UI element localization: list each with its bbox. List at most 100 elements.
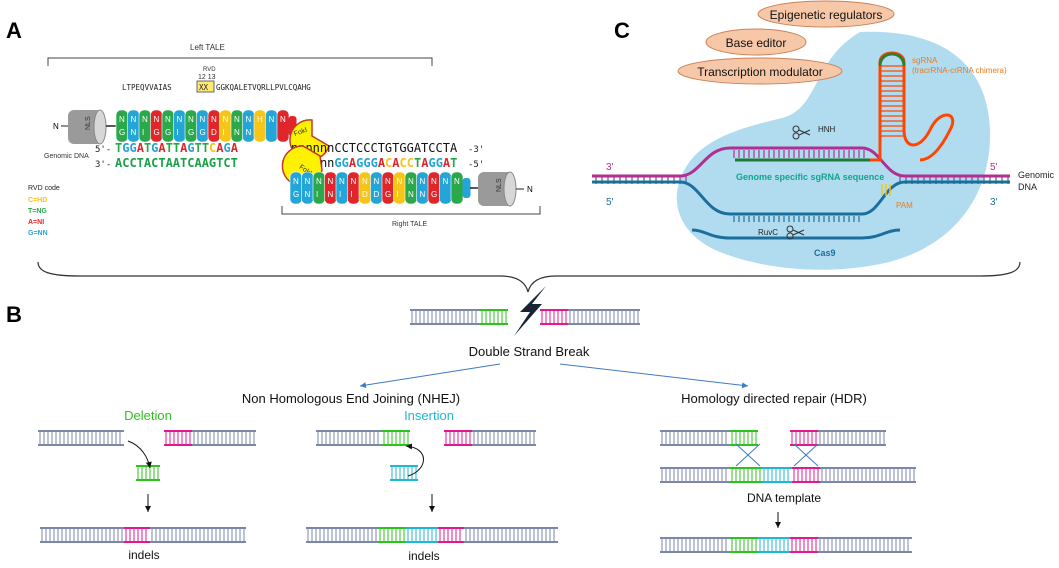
repair-dna bbox=[38, 430, 916, 553]
repeat-rvd-top: N bbox=[339, 177, 345, 186]
base-letter: C bbox=[385, 156, 392, 170]
repeat-rvd-top: N bbox=[165, 115, 171, 124]
repeat-rvd-top: N bbox=[420, 177, 426, 186]
repeat-rvd-bottom: I bbox=[316, 190, 318, 199]
genomic-label: Genomic bbox=[1018, 170, 1055, 180]
tale-repeat: NN bbox=[416, 171, 429, 205]
tale-repeat: NI bbox=[219, 109, 232, 143]
insertion-label: Insertion bbox=[404, 408, 454, 423]
base-letter: G bbox=[342, 156, 349, 170]
base-letter: T bbox=[166, 141, 173, 155]
repeat-rvd-bottom: G bbox=[385, 190, 391, 199]
arrow-to-nhej bbox=[359, 363, 501, 389]
repeat-rvd-bottom: I bbox=[339, 190, 341, 199]
genomic-dna-a: Genomic DNA bbox=[44, 153, 89, 160]
tale-repeat: NI bbox=[393, 171, 406, 205]
repeat-rvd-top: H bbox=[257, 115, 263, 124]
oval-transcription: Transcription modulator bbox=[677, 57, 843, 85]
rvd-code-title: RVD code bbox=[28, 185, 60, 192]
dna-segment bbox=[820, 467, 916, 483]
hdr-label: Homology directed repair (HDR) bbox=[681, 391, 867, 406]
dna-segment bbox=[38, 430, 124, 446]
repeat-rvd-top: N bbox=[177, 115, 183, 124]
tale-repeat: NG bbox=[184, 109, 198, 143]
repeat-rvd-bottom: G bbox=[200, 128, 206, 137]
dna-segment bbox=[660, 430, 730, 446]
nls-left: NLS bbox=[68, 109, 107, 145]
base-letter: T bbox=[144, 141, 151, 155]
tale-repeat: NN bbox=[404, 171, 418, 205]
dna-segment bbox=[730, 467, 762, 483]
bottom-5prime: -5' bbox=[468, 160, 484, 170]
tale-repeat: NG bbox=[381, 171, 395, 205]
base-letter: A bbox=[158, 141, 166, 155]
dna-segment bbox=[192, 430, 256, 446]
indels-label-2: indels bbox=[408, 549, 439, 563]
base-letter: G bbox=[334, 156, 341, 170]
repeat-rvd-bottom: N bbox=[246, 128, 252, 137]
repeat-rvd-top: N bbox=[328, 177, 334, 186]
base-letter: A bbox=[231, 141, 239, 155]
tale-repeat: NI bbox=[138, 109, 152, 143]
base-letter: n bbox=[327, 156, 334, 170]
top-3prime: -3' bbox=[468, 145, 484, 155]
dna-segment bbox=[730, 430, 758, 446]
repeat-rvd-top: N bbox=[443, 177, 449, 186]
dna-segment bbox=[730, 537, 758, 553]
dna-segment bbox=[438, 527, 464, 543]
protein-seq-right: GGKQALETVQRLLPVLCQAHG bbox=[216, 83, 311, 92]
foki-top-text: FokI bbox=[293, 127, 308, 138]
repeat-rvd-top: N bbox=[200, 115, 206, 124]
tale-repeat: ND bbox=[370, 171, 383, 205]
base-letter: C bbox=[400, 156, 407, 170]
base-letter: T bbox=[195, 141, 202, 155]
dna-segment bbox=[316, 430, 382, 446]
dsb-label: Double Strand Break bbox=[469, 344, 590, 359]
hdr-crossovers bbox=[735, 443, 819, 467]
repeat-rvd-top: N bbox=[211, 115, 217, 124]
repeat-rvd-bottom: G bbox=[293, 190, 299, 199]
right-tale-label: Right TALE bbox=[392, 221, 427, 228]
hairpin-rungs bbox=[881, 65, 903, 137]
rvd-code-g: G=NN bbox=[28, 230, 48, 237]
repeat-rvd-bottom: N bbox=[131, 128, 137, 137]
base-letter: G bbox=[371, 156, 378, 170]
repeat-rvd-top: N bbox=[362, 177, 368, 186]
sgrna-label: sgRNA bbox=[912, 56, 938, 65]
nhej-label: Non Homologous End Joining (NHEJ) bbox=[242, 391, 460, 406]
repeat-rvd-top: N bbox=[131, 115, 137, 124]
tale-repeat: NI bbox=[347, 171, 360, 205]
repeat-rvd-bottom: D bbox=[374, 190, 380, 199]
tale-repeat: NG bbox=[150, 109, 163, 143]
dna-segment bbox=[660, 467, 730, 483]
oval-base-editor: Base editor bbox=[705, 28, 807, 56]
scissors-ruvc-icon bbox=[786, 225, 805, 240]
left-tale-label: Left TALE bbox=[190, 43, 225, 52]
panel-c: Epigenetic regulators Base editor Transc… bbox=[592, 0, 1055, 270]
rvd-box bbox=[196, 80, 215, 93]
oval-epigenetic: Epigenetic regulators bbox=[757, 0, 895, 28]
dna-segment bbox=[818, 537, 912, 553]
base-letter: A bbox=[180, 141, 188, 155]
repeat-rvd-bottom: I bbox=[142, 128, 144, 137]
base-letter: T bbox=[450, 156, 457, 170]
dna-segment bbox=[444, 430, 472, 446]
base-letter: n bbox=[320, 156, 327, 170]
panel-c-dna bbox=[592, 146, 1010, 240]
base-letter: G bbox=[151, 141, 158, 155]
repeat-rvd-top: N bbox=[223, 115, 229, 124]
dna-segment bbox=[124, 527, 150, 543]
tale-repeat: NG bbox=[115, 109, 129, 143]
base-letter: C bbox=[209, 141, 216, 155]
tale-repeat: NG bbox=[427, 171, 441, 205]
hnh-label: HNH bbox=[818, 125, 836, 134]
protein-seq-left: LTPEQVVAIAS bbox=[122, 83, 172, 92]
deletion-curve-arrow bbox=[127, 440, 152, 469]
tale-repeat: N bbox=[450, 171, 464, 205]
repeat-rvd-bottom: G bbox=[431, 190, 437, 199]
dna-segment bbox=[306, 527, 378, 543]
tale-repeat: NN bbox=[301, 171, 314, 205]
